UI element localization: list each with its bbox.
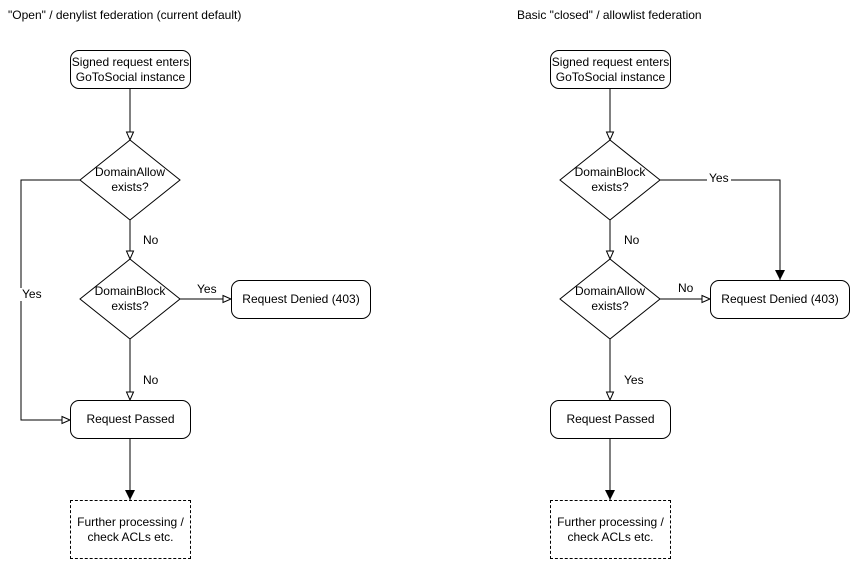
right-request-passed-box: Request Passed bbox=[550, 400, 671, 439]
left-block-yes-label: Yes bbox=[195, 282, 219, 296]
right-block-no-label: No bbox=[622, 233, 642, 247]
right-request-denied-box: Request Denied (403) bbox=[710, 280, 850, 319]
right-decision-allow-label: DomainAllow exists? bbox=[574, 284, 646, 313]
left-decision-block-label: DomainBlock exists? bbox=[94, 284, 166, 313]
right-decision-allow-diamond bbox=[559, 258, 661, 340]
left-decision-block-diamond bbox=[79, 258, 181, 340]
left-decision-allow-diamond bbox=[79, 139, 181, 221]
right-decision-block-diamond bbox=[559, 139, 661, 221]
left-decision-allow-label: DomainAllow exists? bbox=[94, 165, 166, 194]
left-allow-no-label: No bbox=[141, 233, 161, 247]
right-chart-title: Basic "closed" / allowlist federation bbox=[517, 8, 702, 22]
left-request-denied-box: Request Denied (403) bbox=[231, 280, 371, 319]
right-further-processing-box: Further processing / check ACLs etc. bbox=[550, 500, 671, 559]
left-further-processing-box: Further processing / check ACLs etc. bbox=[70, 500, 191, 559]
right-block-yes-label: Yes bbox=[707, 171, 731, 185]
left-request-passed-box: Request Passed bbox=[70, 400, 191, 439]
right-allow-yes-label: Yes bbox=[622, 373, 646, 387]
edge-right-block-yes-to-denied bbox=[660, 179, 785, 280]
left-block-no-label: No bbox=[141, 373, 161, 387]
right-decision-block-label: DomainBlock exists? bbox=[574, 165, 646, 194]
right-entry-box: Signed request enters GoToSocial instanc… bbox=[550, 50, 671, 89]
left-chart-title: "Open" / denylist federation (current de… bbox=[8, 8, 242, 22]
left-entry-box: Signed request enters GoToSocial instanc… bbox=[70, 50, 191, 89]
right-allow-no-label: No bbox=[676, 281, 696, 295]
left-allow-yes-label: Yes bbox=[20, 287, 44, 301]
